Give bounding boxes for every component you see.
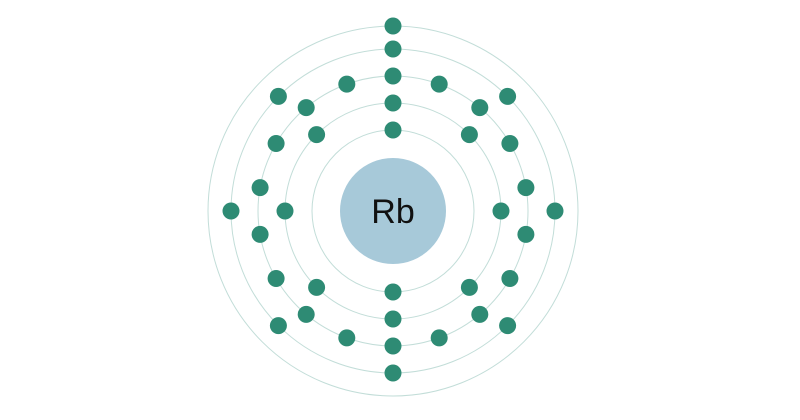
electron-shell-3-15: [251, 179, 269, 197]
electron-shell-4-3: [546, 202, 564, 220]
electron-shell-2-6: [308, 278, 326, 296]
electron-shell-3-4: [501, 135, 519, 152]
electron-shell-3-10: [384, 337, 402, 355]
electron-shell-4-4: [499, 317, 517, 335]
electron-shell-4-8: [269, 87, 287, 105]
electron-shell-3-9: [430, 329, 448, 347]
electron-shell-2-4: [460, 278, 478, 296]
electron-shell-2-7: [276, 202, 294, 220]
electron-shell-4-2: [499, 87, 517, 105]
electron-shell-4-5: [384, 364, 402, 382]
electron-shell-4-1: [384, 40, 402, 58]
electron-shell-3-17: [297, 99, 315, 117]
electron-shell-3-18: [338, 75, 356, 93]
electron-shell-3-13: [267, 270, 285, 287]
electron-shell-3-5: [517, 179, 535, 197]
electron-shell-3-1: [384, 67, 402, 85]
electron-shell-2-5: [384, 310, 402, 328]
electron-shell-1-2: [384, 283, 402, 301]
electron-shell-3-3: [471, 99, 489, 117]
electron-shell-2-8: [308, 126, 326, 144]
electron-shell-3-11: [338, 329, 356, 347]
electron-shell-2-2: [460, 126, 478, 144]
electron-shell-3-2: [430, 75, 448, 93]
electron-shell-4-7: [222, 202, 240, 220]
electron-shell-3-16: [267, 135, 285, 152]
element-symbol: Rb: [371, 193, 414, 231]
electron-shell-1-1: [384, 121, 402, 139]
electron-shell-3-14: [251, 225, 269, 243]
electron-shell-4-6: [269, 317, 287, 335]
electron-shell-5-1: [384, 17, 402, 35]
electron-shell-3-7: [501, 270, 519, 287]
electron-shell-3-6: [517, 225, 535, 243]
electron-shell-3-12: [297, 305, 315, 323]
electron-shell-2-1: [384, 94, 402, 112]
electron-shell-2-3: [492, 202, 510, 220]
electrons: [222, 17, 564, 382]
nucleus: [340, 158, 446, 264]
electron-shell-3-8: [471, 305, 489, 323]
